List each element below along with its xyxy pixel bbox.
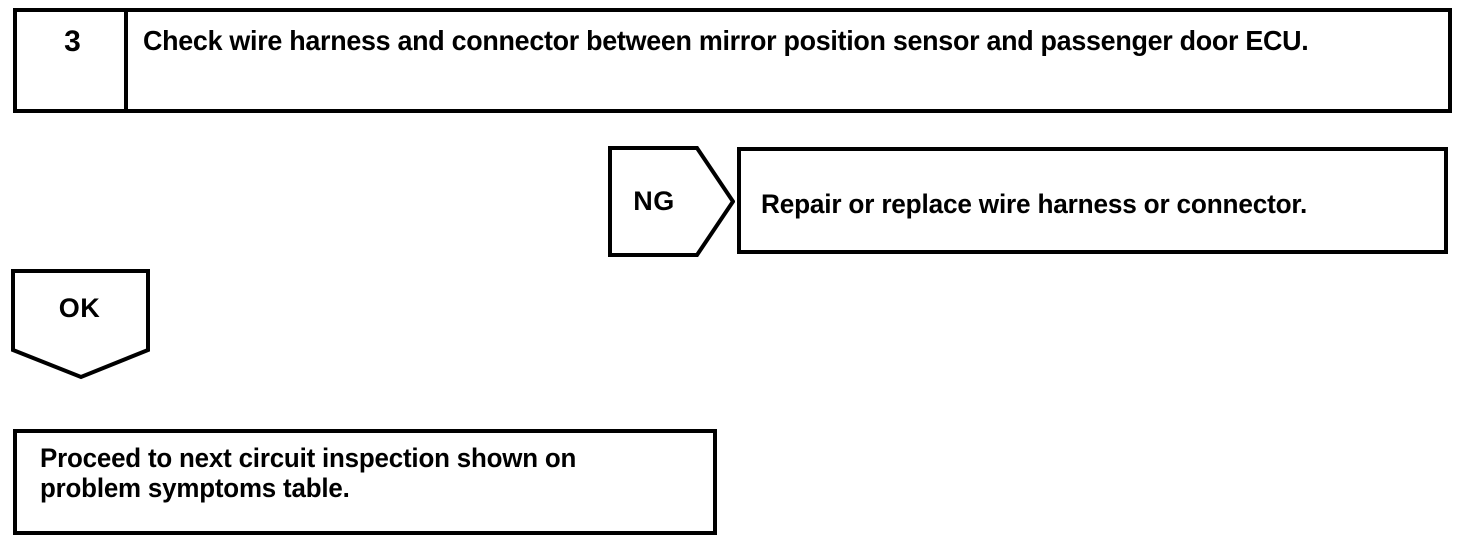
ok-result-text: Proceed to next circuit inspection shown… (40, 443, 577, 503)
ok-branch-label: OK (58, 293, 101, 323)
ng-result-text: Repair or replace wire harness or connec… (761, 189, 1308, 219)
ok-arrow-tag-shape (11, 269, 151, 380)
ng-result-box: Repair or replace wire harness or connec… (737, 147, 1448, 254)
step-number: 3 (64, 25, 81, 58)
ok-pentagon-icon (11, 269, 150, 380)
step-instruction-box: 3 Check wire harness and connector betwe… (13, 8, 1452, 113)
ok-result-box: Proceed to next circuit inspection shown… (13, 429, 717, 535)
step-instruction-text: Check wire harness and connector between… (143, 25, 1309, 56)
ng-pentagon-icon (608, 146, 735, 257)
step-number-cell (17, 12, 128, 109)
ng-branch-label: NG (633, 186, 675, 216)
ng-arrow-tag-shape (608, 146, 735, 257)
